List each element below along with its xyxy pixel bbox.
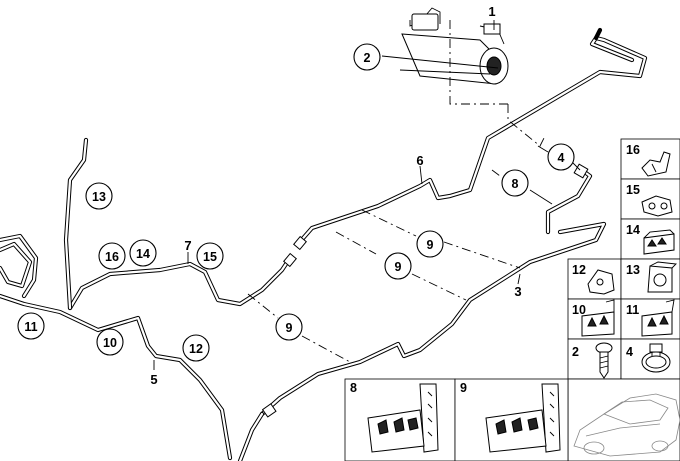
callout-16-label: 16 [105, 250, 119, 264]
callout-9-lower[interactable]: 9 [275, 313, 303, 341]
pipe-clip-icon [641, 151, 671, 177]
callout-9-upper-label: 9 [427, 238, 434, 252]
callout-13-label: 13 [92, 190, 106, 204]
callout-9-middle-label: 9 [395, 260, 402, 274]
thumbnail-8-label: 8 [350, 381, 357, 395]
callout-13[interactable]: 13 [85, 182, 113, 210]
callout-12[interactable]: 12 [182, 334, 210, 362]
callout-9-upper[interactable]: 9 [416, 230, 444, 258]
callout-10-label: 10 [103, 336, 117, 350]
callout-1-label[interactable]: 1 [488, 4, 495, 19]
thumbnail-9-label: 9 [460, 381, 467, 395]
callout-9-middle[interactable]: 9 [384, 252, 412, 280]
thumbnail-4-label: 4 [626, 345, 633, 359]
callout-2[interactable]: 2 [353, 43, 381, 71]
thumbnail-15-label: 15 [626, 183, 640, 197]
thumbnail-12-label: 12 [572, 263, 586, 277]
callout-15-label: 15 [203, 250, 217, 264]
callout-14-label: 14 [136, 247, 150, 261]
callout-4[interactable]: 4 [547, 143, 575, 171]
callout-8-label: 8 [512, 177, 519, 191]
callout-12-label: 12 [189, 342, 203, 356]
leader-lines [153, 20, 581, 370]
thumbnail-14-label: 14 [626, 223, 640, 237]
charcoal-canister-icon [401, 7, 509, 85]
thumbnail-4[interactable]: 4 [626, 343, 671, 373]
thumbnail-9[interactable]: 9 [460, 381, 561, 453]
thumbnail-13[interactable]: 13 [626, 261, 677, 293]
callout-14[interactable]: 14 [129, 239, 157, 267]
callout-8[interactable]: 8 [501, 169, 529, 197]
callout-16[interactable]: 16 [98, 242, 126, 270]
thumbnail-13-label: 13 [626, 263, 640, 277]
pipe-holder-icon [581, 299, 615, 337]
thumbnail-11[interactable]: 11 [626, 299, 675, 337]
thumbnail-2-label: 2 [572, 345, 579, 359]
callout-2-label: 2 [364, 51, 371, 65]
callout-4-label: 4 [558, 151, 565, 165]
callout-5-label[interactable]: 5 [150, 372, 157, 387]
fuel-pipe-icon [0, 27, 648, 461]
pipe-holder-icon [485, 383, 561, 453]
thumbnail-10[interactable]: 10 [572, 299, 615, 337]
thumbnail-12[interactable]: 12 [572, 263, 615, 295]
thumbnail-16-label: 16 [626, 143, 640, 157]
callout-11-label: 11 [24, 320, 37, 334]
callout-11[interactable]: 11 [17, 312, 45, 340]
thumbnail-11-label: 11 [626, 303, 639, 317]
thumbnail-14[interactable]: 14 [626, 223, 675, 255]
callout-15[interactable]: 15 [196, 242, 224, 270]
pipe-clip-icon [641, 195, 673, 217]
callout-9-lower-label: 9 [286, 321, 293, 335]
callout-10[interactable]: 10 [96, 328, 124, 356]
pipe-clip-icon [647, 261, 677, 293]
hose-clamp-icon [641, 343, 671, 373]
pipe-clip-icon [587, 269, 615, 295]
callout-3-label[interactable]: 3 [514, 284, 521, 299]
pipe-clip-icon [643, 229, 675, 255]
callout-7-label[interactable]: 7 [184, 238, 191, 253]
car-silhouette-icon [573, 393, 680, 457]
thumbnail-8[interactable]: 8 [350, 381, 439, 453]
thumbnail-16[interactable]: 16 [626, 143, 671, 177]
screw-icon [595, 342, 613, 379]
callout-6-label[interactable]: 6 [416, 153, 423, 168]
pipe-holder-icon [367, 383, 439, 453]
pipe-holder-icon [641, 299, 675, 337]
thumbnail-15[interactable]: 15 [626, 183, 673, 217]
thumbnail-10-label: 10 [572, 303, 586, 317]
thumbnail-2[interactable]: 2 [572, 342, 613, 379]
